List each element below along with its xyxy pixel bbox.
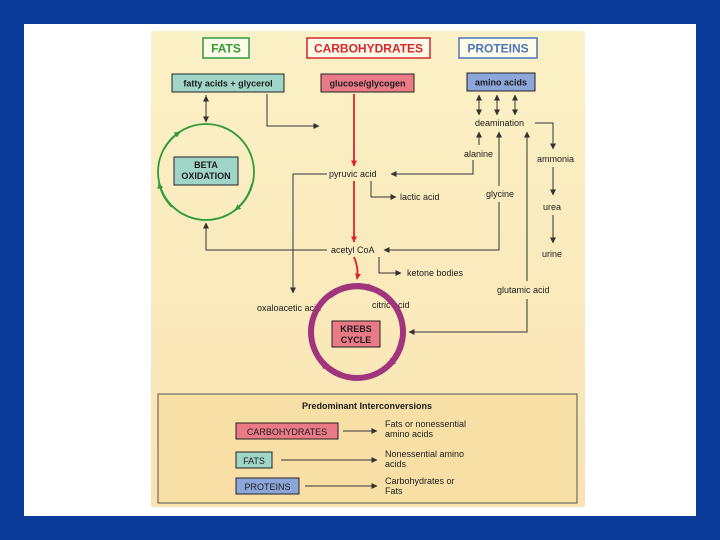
proteins-header-box <box>458 37 538 59</box>
alanine-label: alanine <box>464 149 493 159</box>
krebs-arrow-right <box>386 339 405 368</box>
legend-panel <box>157 393 578 504</box>
acetyl-to-fats-arrow <box>203 222 327 251</box>
lactic-label: lactic acid <box>400 192 440 202</box>
krebs-line1: KREBS <box>340 324 372 334</box>
deamination-label: deamination <box>475 118 524 128</box>
glutamic-to-krebs-arrow <box>408 299 528 335</box>
metabolism-diagram: FATS CARBOHYDRATES PROTEINS fatty acids … <box>151 31 585 507</box>
glycerol-to-glycolysis-arrow <box>266 94 320 129</box>
beta-cycle-arrow-right <box>234 183 253 211</box>
pyruvic-label: pyruvic acid <box>329 169 377 179</box>
legend-fats-box <box>235 451 273 469</box>
alanine-to-pyruvic-arrow <box>390 160 474 177</box>
deamination-to-ammonia-arrow <box>535 122 556 150</box>
legend-fats-key: FATS <box>243 456 265 466</box>
legend-proteins-target-1: Carbohydrates or <box>385 476 455 486</box>
glutamic-label: glutamic acid <box>497 285 550 295</box>
krebs-arrow-bottom <box>319 359 343 378</box>
beta-oxidation-line2: OXIDATION <box>181 171 230 181</box>
legend-proteins-key: PROTEINS <box>244 482 290 492</box>
legend-proteins-box <box>235 477 300 495</box>
krebs-line2: CYCLE <box>341 335 372 345</box>
ammonia-label: ammonia <box>537 154 574 164</box>
legend-carbohydrates-target-2: amino acids <box>385 429 434 439</box>
beta-cycle-arrow-left <box>157 182 173 208</box>
glycine-to-acetyl-arrow <box>383 202 500 253</box>
carbohydrates-header-box <box>306 37 431 59</box>
amino-acids-box <box>466 72 536 92</box>
carbohydrates-header: CARBOHYDRATES <box>314 42 423 56</box>
fats-header: FATS <box>211 42 241 56</box>
oxaloacetic-label: oxaloacetic acid <box>257 303 321 313</box>
krebs-arrow-top <box>327 283 375 299</box>
beta-cycle-arrow-top <box>163 131 181 150</box>
diagram-canvas: FATS CARBOHYDRATES PROTEINS fatty acids … <box>157 37 578 504</box>
legend-fats-target-2: acids <box>385 459 407 469</box>
pyruvic-to-lactic-arrow <box>370 181 397 200</box>
legend-title: Predominant Interconversions <box>302 401 432 411</box>
legend-carbohydrates-box <box>235 422 339 440</box>
glucose-box <box>320 73 415 93</box>
acetyl-to-krebs-arrow <box>353 256 362 280</box>
krebs-cycle-box <box>331 320 381 348</box>
legend-fats-target-1: Nonessential amino <box>385 449 464 459</box>
beta-oxidation-ring <box>157 123 255 221</box>
fatty-acids-label: fatty acids + glycerol <box>183 79 272 89</box>
acetyl-label: acetyl CoA <box>331 245 375 255</box>
legend-carbohydrates-key: CARBOHYDRATES <box>247 427 327 437</box>
legend-carbohydrates-target-1: Fats or nonessential <box>385 419 466 429</box>
beta-oxidation-box <box>173 156 239 186</box>
amino-acids-label: amino acids <box>475 78 527 88</box>
acetyl-to-ketone-arrow <box>378 257 402 276</box>
legend-proteins-target-2: Fats <box>385 486 403 496</box>
fats-header-box <box>202 37 250 59</box>
glycine-label: glycine <box>486 189 514 199</box>
ketone-label: ketone bodies <box>407 268 464 278</box>
glucose-label: glucose/glycogen <box>329 79 405 89</box>
proteins-header: PROTEINS <box>467 42 528 56</box>
pyruvic-to-oxaloacetic-arrow <box>290 173 327 294</box>
beta-oxidation-line1: BETA <box>194 160 218 170</box>
urine-label: urine <box>542 249 562 259</box>
fatty-acids-box <box>171 73 285 93</box>
urea-label: urea <box>543 202 561 212</box>
